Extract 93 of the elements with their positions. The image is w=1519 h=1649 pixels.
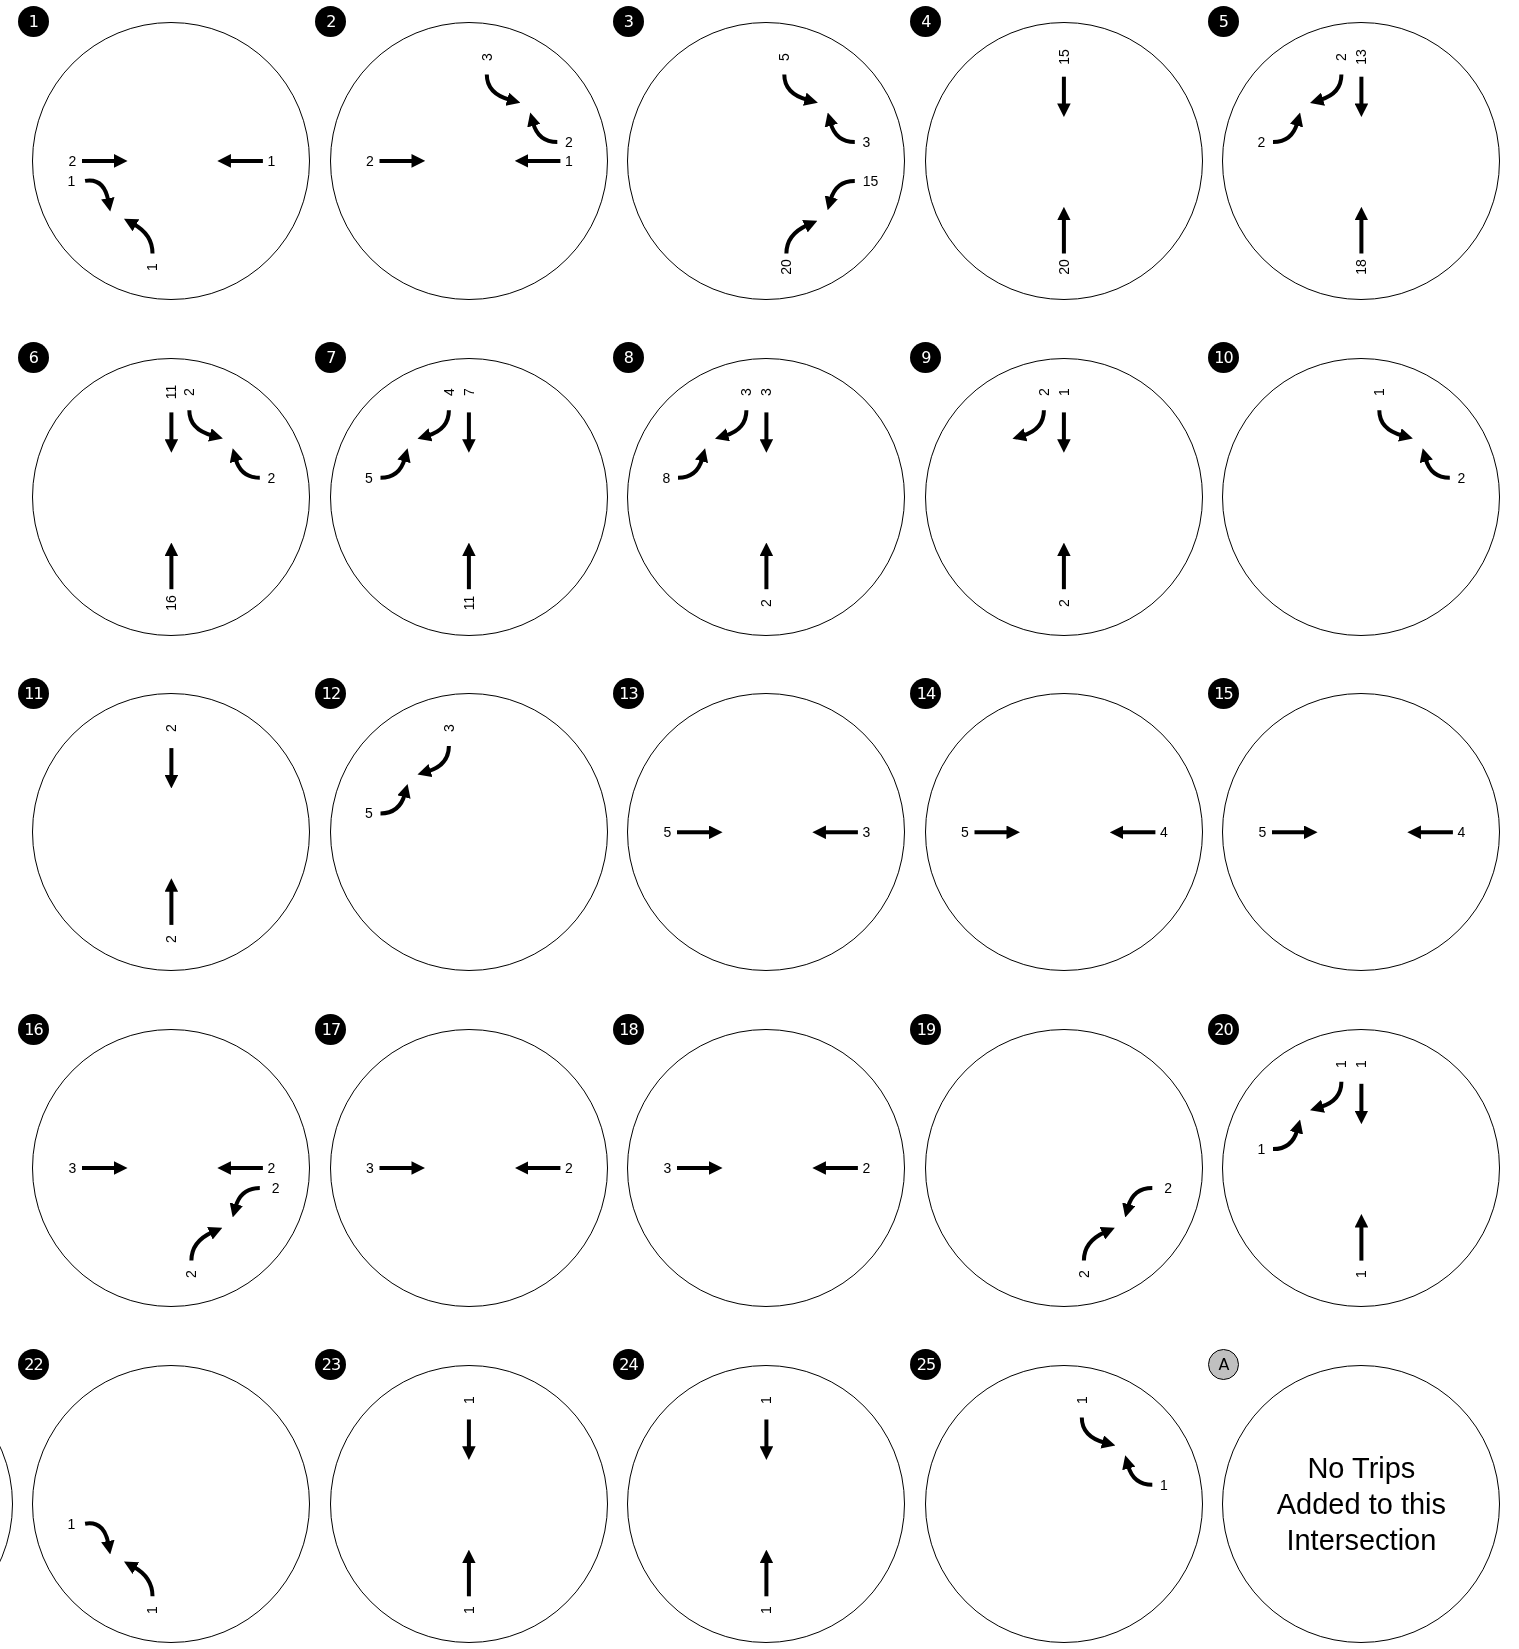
traffic-volume: 5 <box>1258 825 1267 840</box>
traffic-volume: 13 <box>1354 48 1369 65</box>
traffic-volume: 1 <box>267 153 276 168</box>
traffic-volume: 15 <box>1056 48 1071 65</box>
traffic-volume: 2 <box>271 1181 280 1195</box>
traffic-volume: 1 <box>1159 1477 1168 1492</box>
traffic-volume: 3 <box>68 1161 77 1175</box>
traffic-volume: 2 <box>267 1161 276 1175</box>
traffic-volume: 1 <box>759 1395 774 1404</box>
intersection-number-badge: 23 <box>315 1349 347 1381</box>
intersection-number-badge: 25 <box>910 1349 942 1381</box>
traffic-volume: 2 <box>862 1161 871 1175</box>
traffic-volume: 5 <box>365 470 373 485</box>
traffic-volume: 20 <box>779 259 794 275</box>
traffic-volume: 2 <box>164 934 179 943</box>
intersection-number-badge: 2 <box>315 6 347 38</box>
intersection-number-badge: 4 <box>910 6 942 38</box>
traffic-volume: 4 <box>1159 825 1168 840</box>
intersection-number-badge: 3 <box>612 6 644 38</box>
traffic-volume: 2 <box>267 470 276 485</box>
traffic-volume: 11 <box>164 385 179 400</box>
intersection-number-badge: 7 <box>315 342 347 374</box>
traffic-volume: 7 <box>461 388 476 397</box>
traffic-volume: 4 <box>441 388 456 397</box>
traffic-volume: 11 <box>461 595 476 611</box>
traffic-volume: 2 <box>1257 134 1266 149</box>
traffic-volume: 3 <box>663 1161 672 1175</box>
traffic-volume: 2 <box>1076 1270 1091 1279</box>
traffic-volume: 1 <box>1334 1059 1349 1068</box>
traffic-volume: 2 <box>564 134 573 149</box>
intersection-number-badge: 20 <box>1207 1013 1239 1045</box>
traffic-volume: 2 <box>184 1270 199 1279</box>
intersection-number-badge: 10 <box>1207 342 1239 374</box>
traffic-volume: 2 <box>366 153 374 168</box>
traffic-volume: 3 <box>862 134 871 149</box>
traffic-volume: 1 <box>67 1516 76 1531</box>
traffic-volume: 5 <box>365 806 373 821</box>
traffic-volume: 20 <box>1056 259 1071 275</box>
traffic-volume: 3 <box>479 52 494 61</box>
traffic-volume: 18 <box>1354 259 1369 275</box>
intersection-number-badge: 6 <box>17 342 49 374</box>
traffic-volume: 5 <box>961 825 969 840</box>
traffic-volume: 2 <box>759 598 774 607</box>
traffic-volume: 4 <box>1457 825 1466 840</box>
intersection-number-badge: 14 <box>910 677 942 709</box>
traffic-volume: 3 <box>441 724 456 733</box>
traffic-volume: 5 <box>663 825 672 840</box>
traffic-volume: 1 <box>564 153 573 168</box>
traffic-volume: 1 <box>1372 388 1387 397</box>
traffic-volume: 15 <box>862 173 879 188</box>
traffic-volume: 2 <box>68 153 77 168</box>
traffic-volume: 1 <box>759 1606 774 1614</box>
traffic-volume: 3 <box>739 388 754 397</box>
intersection-number-badge: 1 <box>17 6 49 38</box>
traffic-volume: 2 <box>1036 388 1051 397</box>
intersection-number-badge: 22 <box>17 1349 49 1381</box>
intersection-note: No Trips Added to this Intersection <box>1275 1450 1448 1558</box>
traffic-volume: 8 <box>662 470 671 485</box>
intersection-number-badge: 5 <box>1207 6 1239 38</box>
traffic-volume: 1 <box>461 1395 476 1404</box>
intersection-number-badge: 16 <box>17 1013 49 1045</box>
intersection-number-badge: A <box>1207 1349 1239 1381</box>
traffic-volume: 2 <box>1457 470 1466 485</box>
traffic-volume: 3 <box>759 388 774 397</box>
intersection-number-badge: 24 <box>612 1349 644 1381</box>
traffic-volume: 1 <box>461 1606 476 1614</box>
intersection-number-badge: 17 <box>315 1013 347 1045</box>
intersection-number-badge: 12 <box>315 677 347 709</box>
intersection-number-badge: 11 <box>17 677 49 709</box>
traffic-volume: 2 <box>164 724 179 733</box>
traffic-volume: 2 <box>1164 1181 1172 1195</box>
traffic-volume: 2 <box>1334 52 1349 61</box>
traffic-volume: 2 <box>1056 598 1071 607</box>
traffic-volume: 1 <box>67 173 76 188</box>
traffic-volume: 1 <box>1074 1395 1089 1404</box>
traffic-volume: 16 <box>164 595 179 611</box>
traffic-volume: 2 <box>564 1161 573 1175</box>
traffic-volume: 3 <box>366 1161 374 1175</box>
intersection-number-badge: 13 <box>612 677 644 709</box>
traffic-volume: 1 <box>1354 1059 1369 1068</box>
traffic-volume: 2 <box>182 388 197 397</box>
traffic-volume: 5 <box>777 52 792 61</box>
traffic-volume: 1 <box>145 1606 160 1614</box>
intersection-number-badge: 19 <box>910 1013 942 1045</box>
traffic-volume: 1 <box>1056 388 1071 397</box>
intersection-number-badge: 15 <box>1207 677 1239 709</box>
intersection-number-badge: 8 <box>612 342 644 374</box>
intersection-number-badge: 9 <box>910 342 942 374</box>
traffic-volume: 1 <box>1354 1270 1369 1279</box>
intersection-number-badge: 18 <box>612 1013 644 1045</box>
traffic-volume: 1 <box>145 263 160 272</box>
traffic-volume: 1 <box>1257 1142 1266 1157</box>
traffic-volume: 3 <box>862 825 871 840</box>
